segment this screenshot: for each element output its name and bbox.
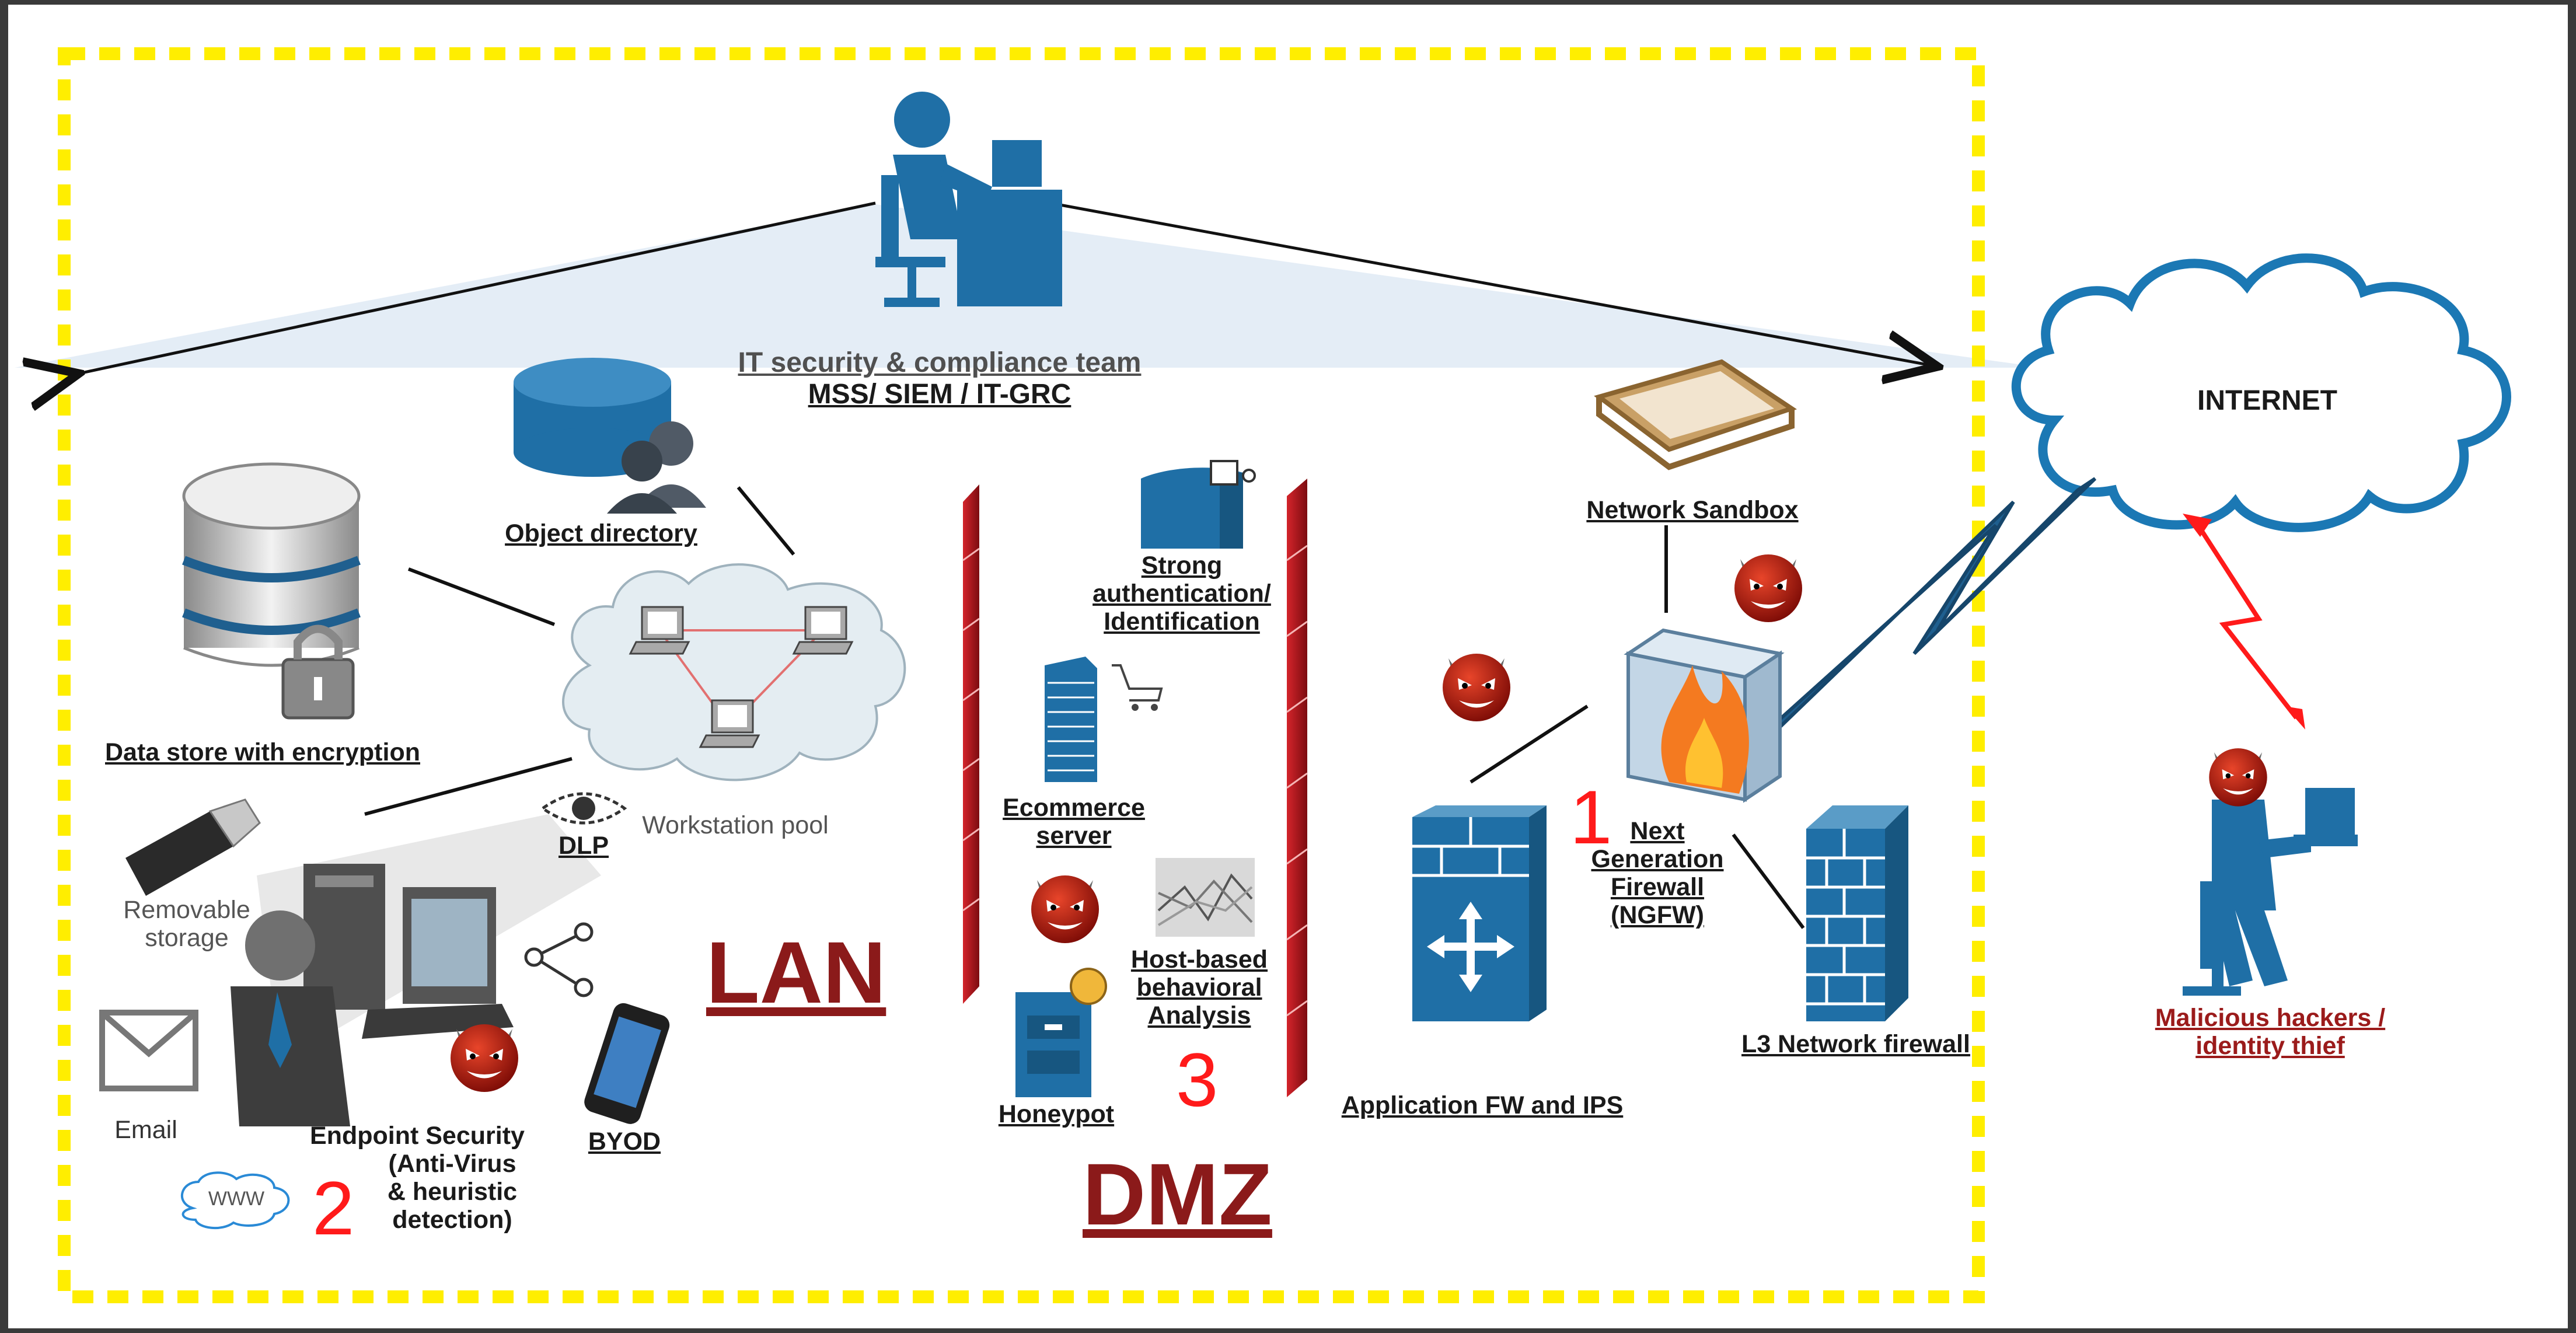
dlp-eye-icon bbox=[540, 792, 627, 825]
data-store-icon bbox=[182, 462, 361, 720]
endpoint-line-2: (Anti-Virus bbox=[388, 1150, 516, 1178]
dmz-zone-label: DMZ bbox=[1083, 1145, 1272, 1243]
email-icon bbox=[99, 1010, 198, 1091]
security-team-icon bbox=[875, 92, 1062, 307]
ngfw-line-4: (NGFW) bbox=[1611, 901, 1704, 930]
ngfw-line-3: Firewall bbox=[1610, 873, 1705, 902]
dmz-wall-left bbox=[962, 484, 980, 1004]
workstation-pool-icon bbox=[562, 563, 906, 781]
strong-auth-line-3: Identification bbox=[1104, 608, 1260, 636]
internet-label: INTERNET bbox=[2197, 385, 2337, 416]
ecommerce-line-2: server bbox=[1036, 822, 1112, 850]
workstation-pool-label: Workstation pool bbox=[642, 811, 829, 839]
endpoint-line-1: Endpoint Security bbox=[310, 1122, 525, 1150]
hacker-devil-icon bbox=[2209, 748, 2267, 807]
share-icon bbox=[524, 922, 594, 997]
team-arrow-right bbox=[1050, 201, 1938, 367]
host-analysis-icon bbox=[1156, 858, 1255, 937]
endpoint-line-3: & heuristic bbox=[387, 1178, 518, 1206]
sandbox-label: Network Sandbox bbox=[1586, 496, 1799, 524]
number-1: 1 bbox=[1570, 774, 1612, 860]
usb-stick-icon bbox=[125, 798, 261, 896]
ngfw-label: Next Generation Firewall (NGFW) bbox=[1576, 817, 1739, 930]
www-cloud-icon bbox=[180, 1171, 290, 1230]
www-label: WWW bbox=[208, 1188, 265, 1210]
ecommerce-label: Ecommerce server bbox=[986, 794, 1161, 850]
ecommerce-server-icon bbox=[1045, 657, 1163, 782]
endpoint-label: Endpoint Security (Anti-Virus & heuristi… bbox=[280, 1122, 554, 1234]
ngfw-icon bbox=[1624, 628, 1785, 803]
dlp-label: DLP bbox=[559, 832, 609, 860]
hacker-line-2: identity thief bbox=[2195, 1032, 2345, 1060]
ecommerce-line-1: Ecommerce bbox=[1003, 794, 1145, 822]
host-analysis-line-1: Host-based bbox=[1130, 945, 1268, 973]
removable-link bbox=[364, 757, 573, 816]
number-2: 2 bbox=[312, 1165, 355, 1251]
ngfw-line-2: Generation bbox=[1591, 845, 1724, 874]
email-label: Email bbox=[114, 1116, 177, 1144]
removable-line-1: Removable bbox=[123, 896, 250, 924]
strong-auth-label: Strong authentication/ Identification bbox=[1085, 552, 1278, 636]
hacker-label: Malicious hackers / identity thief bbox=[2124, 1004, 2416, 1060]
honeypot-icon bbox=[1015, 968, 1107, 1097]
ngfw-line-1: Next bbox=[1630, 817, 1685, 845]
appfw-label: Application FW and IPS bbox=[1341, 1091, 1624, 1119]
application-firewall-icon bbox=[1412, 805, 1547, 1021]
ngfw-l3-link bbox=[1732, 833, 1805, 929]
endpoint-line-4: detection) bbox=[392, 1206, 512, 1234]
endpoint-icon bbox=[231, 864, 514, 1126]
strong-auth-icon bbox=[1141, 460, 1256, 549]
attack-link bbox=[2192, 518, 2299, 720]
byod-label: BYOD bbox=[588, 1128, 661, 1156]
removable-label: Removable storage bbox=[102, 896, 271, 952]
devil-icon-sandbox bbox=[1734, 554, 1802, 622]
host-analysis-line-3: Analysis bbox=[1147, 1002, 1251, 1030]
devil-icon-dmz bbox=[1031, 875, 1099, 943]
hacker-icon bbox=[2183, 788, 2358, 996]
team-label: IT security & compliance team MSS/ SIEM … bbox=[659, 347, 1220, 410]
object-directory-label: Object directory bbox=[505, 519, 697, 547]
removable-line-2: storage bbox=[145, 924, 229, 952]
strong-auth-line-2: authentication/ bbox=[1092, 580, 1271, 608]
host-analysis-label: Host-based behavioral Analysis bbox=[1109, 945, 1290, 1030]
devil-icon-endpoint bbox=[451, 1024, 518, 1092]
data-store-label: Data store with encryption bbox=[105, 738, 420, 766]
internet-link bbox=[1767, 477, 2097, 743]
ngfw-appfw-link bbox=[1469, 704, 1589, 784]
byod-phone-icon bbox=[584, 1003, 670, 1124]
dmz-wall-right bbox=[1286, 479, 1308, 1097]
team-arrow-left bbox=[79, 201, 876, 374]
enterprise-boundary bbox=[58, 47, 1985, 1303]
number-3: 3 bbox=[1176, 1037, 1219, 1122]
directory-link bbox=[737, 486, 795, 556]
hacker-line-1: Malicious hackers / bbox=[2155, 1004, 2386, 1032]
lan-zone-label: LAN bbox=[706, 923, 886, 1021]
strong-auth-line-1: Strong bbox=[1141, 552, 1223, 580]
honeypot-label: Honeypot bbox=[998, 1100, 1115, 1128]
l3fw-label: L3 Network firewall bbox=[1741, 1030, 1970, 1058]
sandbox-icon bbox=[1594, 359, 1797, 470]
devil-icon-appfw bbox=[1443, 654, 1510, 721]
datastore-link bbox=[407, 567, 556, 626]
l3-firewall-icon bbox=[1806, 805, 1908, 1021]
team-line-1: IT security & compliance team bbox=[738, 347, 1142, 378]
object-directory-icon bbox=[514, 358, 706, 514]
host-analysis-line-2: behavioral bbox=[1136, 973, 1262, 1002]
team-line-2: MSS/ SIEM / IT-GRC bbox=[808, 378, 1071, 410]
